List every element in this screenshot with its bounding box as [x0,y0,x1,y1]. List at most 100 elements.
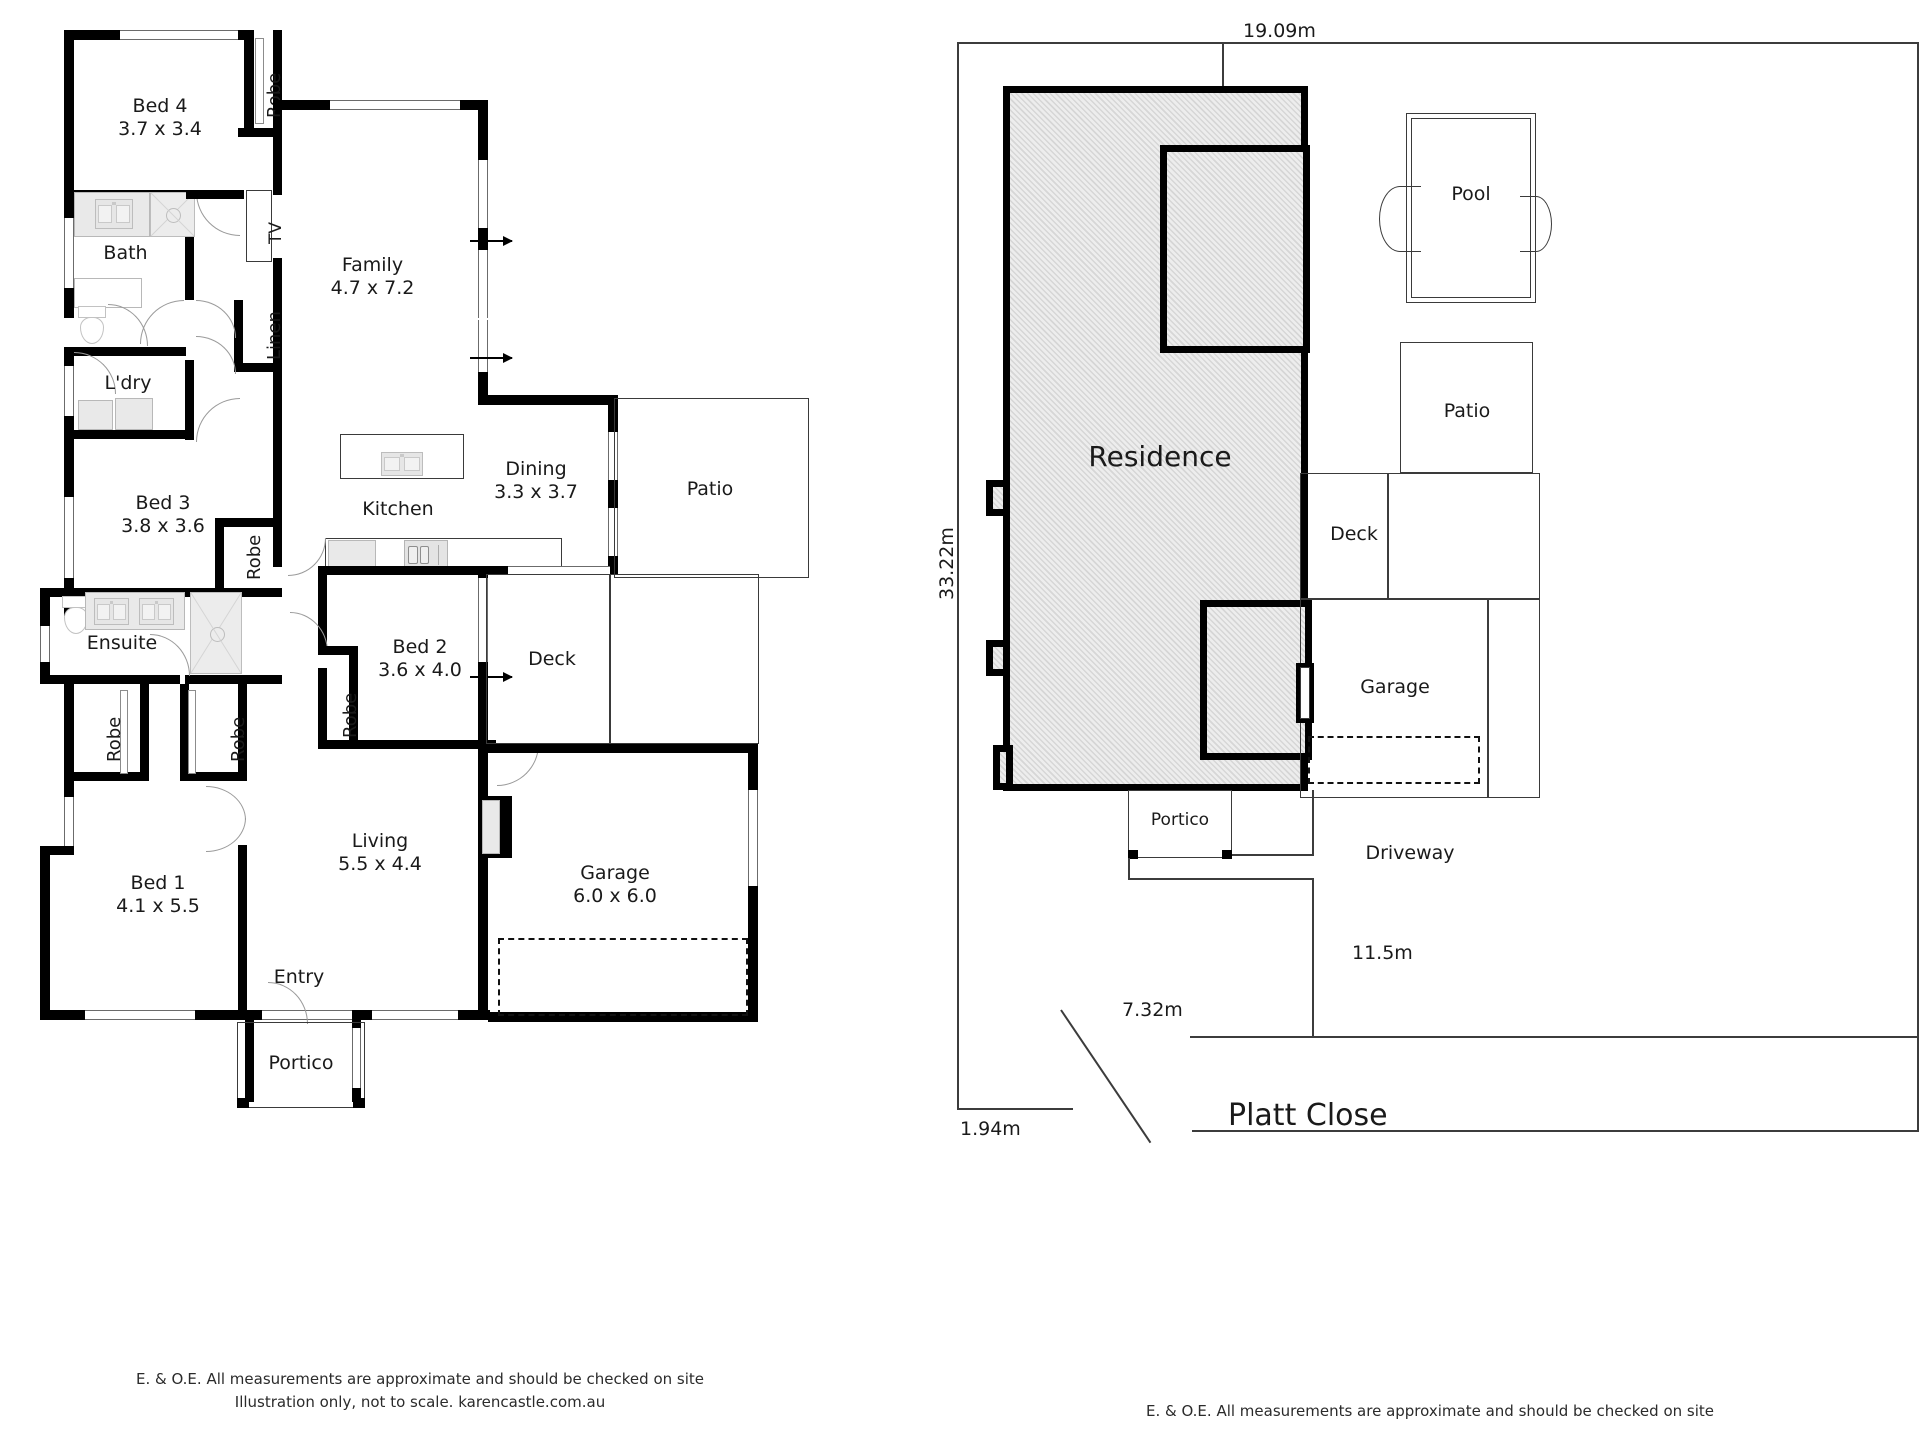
room-dims-living: 5.5 x 4.4 [338,853,422,876]
wall-bath-corner-stub [186,190,244,199]
site-dim-splay: 7.32m [1122,999,1183,1021]
wall-bed1-left-upper [64,780,74,800]
bed1-door-swing-1[interactable] [206,786,246,820]
wall-dining-right-a [608,395,618,437]
robe-b1b-sliding-door[interactable] [188,690,196,774]
site-label-portico: Portico [1150,810,1210,830]
residence-notch-left-1 [986,480,1010,516]
window-ldry-left [64,366,74,418]
robe-bed4-sliding-door[interactable] [255,38,264,124]
site-dim-bottom: 11.5m [1352,942,1413,964]
window-dining-right-2 [608,508,618,560]
robe-bed4-label: Robe [264,72,285,118]
boundary-top [957,42,1919,44]
site-label-pool: Pool [1451,183,1491,205]
room-label-bed4: Bed 4 3.7 x 3.4 [80,95,240,141]
site-deck-divider [1387,473,1389,600]
wall-robe-b1b-right [238,684,247,780]
wall-hall-right-lower [273,372,282,567]
room-label-ldry: L'dry [104,372,152,394]
wall-robe-b2-right [349,646,358,748]
wall-portico-foot-left [237,1098,249,1108]
site-label-driveway: Driveway [1365,842,1455,864]
site-portico-outline [1128,790,1232,858]
driveway-edge-bottom-step [1128,878,1314,880]
wall-bed1-corner [40,846,74,855]
ensuite-door-swing[interactable] [150,634,190,676]
boundary-left [957,42,959,1110]
boundary-bottom-right [1192,1130,1919,1132]
robe-b2-label: Robe [340,692,361,738]
wall-wc-bottom [64,347,186,356]
linen-label: Linen [264,311,285,360]
ldry-door-swing[interactable] [196,398,240,442]
robe-b1a-sliding-door[interactable] [120,690,128,774]
site-footer-line-1: E. & O.E. All measurements are approxima… [1145,1402,1714,1420]
window-living-bottom-2 [372,1010,458,1020]
site-deck-outline [1300,473,1540,600]
pool-bump-right [1520,196,1552,252]
wall-robe-bed3-top [215,518,275,527]
room-label-bed3: Bed 3 3.8 x 3.6 [88,492,238,538]
wall-bath-left-lower [64,288,74,318]
room-label-entry: Entry [273,966,325,988]
site-garage-divider [1487,598,1489,798]
site-label-deck: Deck [1330,523,1378,545]
room-name-bed3: Bed 3 [135,492,191,514]
room-label-portico: Portico [268,1052,334,1074]
wall-robe-bed4-right [273,30,282,135]
robe-b1a-label: Robe [104,716,125,762]
wall-bed3-left-upper [64,438,74,500]
room-name-family: Family [341,254,404,276]
robe-b1b-label: Robe [228,716,249,762]
wc-inner-swing[interactable] [108,304,148,346]
wall-robe-b1a-bottom [64,772,149,781]
window-family-right-3 [478,320,488,378]
wall-garage-bottom [488,1012,758,1022]
window-bed4-top [120,30,238,40]
site-dim-top: 19.09m [1243,20,1316,42]
room-dims-dining: 3.3 x 3.7 [494,481,578,504]
site-garage-pier-inner [1300,667,1310,719]
wall-ensuite-left-up [40,588,50,630]
wall-linen-right [273,300,282,372]
wall-bed2-right-top [478,566,488,586]
site-label-residence: Residence [1088,440,1232,473]
wall-bed4-right [244,30,254,135]
site-dim-bottom-left: 1.94m [960,1118,1021,1140]
wall-bed4-left [64,30,74,198]
wall-ldry-left-lower [64,416,74,438]
wall-portico-foot-right [353,1098,365,1108]
wall-robe-bed4-bottom [238,128,282,137]
window-garage-right [748,790,758,886]
street-name-label: Platt Close [1228,1098,1388,1133]
wall-family-right-a [478,100,488,164]
wall-dining-right-b [608,480,618,512]
wall-living-right-b [478,854,488,1012]
room-label-patio: Patio [686,478,734,500]
wall-linen-left [234,300,243,372]
bath-shower [150,192,195,237]
pool-bump-left [1379,186,1421,252]
room-dims-bed2: 3.6 x 4.0 [378,659,462,682]
floor-plan-footer: E. & O.E. All measurements are approxima… [110,1368,730,1413]
kitchen-island [340,434,464,479]
living-pier-inner [482,800,500,854]
residence-notch-left-2 [986,640,1010,676]
family-slider-arrow-1 [470,236,513,246]
deck-outline-right [609,574,759,744]
wall-robe-bed3-left [215,518,224,590]
bath-basin [95,199,133,229]
room-label-family: Family 4.7 x 7.2 [300,254,445,300]
linen-door-swing-1[interactable] [196,300,236,338]
linen-door-swing-2[interactable] [196,336,236,374]
family-slider-arrow-2 [470,353,513,363]
wall-living-bottom [245,1010,490,1020]
wall-dining-right-c [608,556,618,574]
ensuite-basin-2 [139,598,174,625]
wall-bath-right [185,190,194,300]
room-name-living: Living [351,830,409,852]
room-dims-bed1: 4.1 x 5.5 [116,895,200,918]
site-plan-footer: E. & O.E. All measurements are approxima… [1000,1400,1860,1423]
